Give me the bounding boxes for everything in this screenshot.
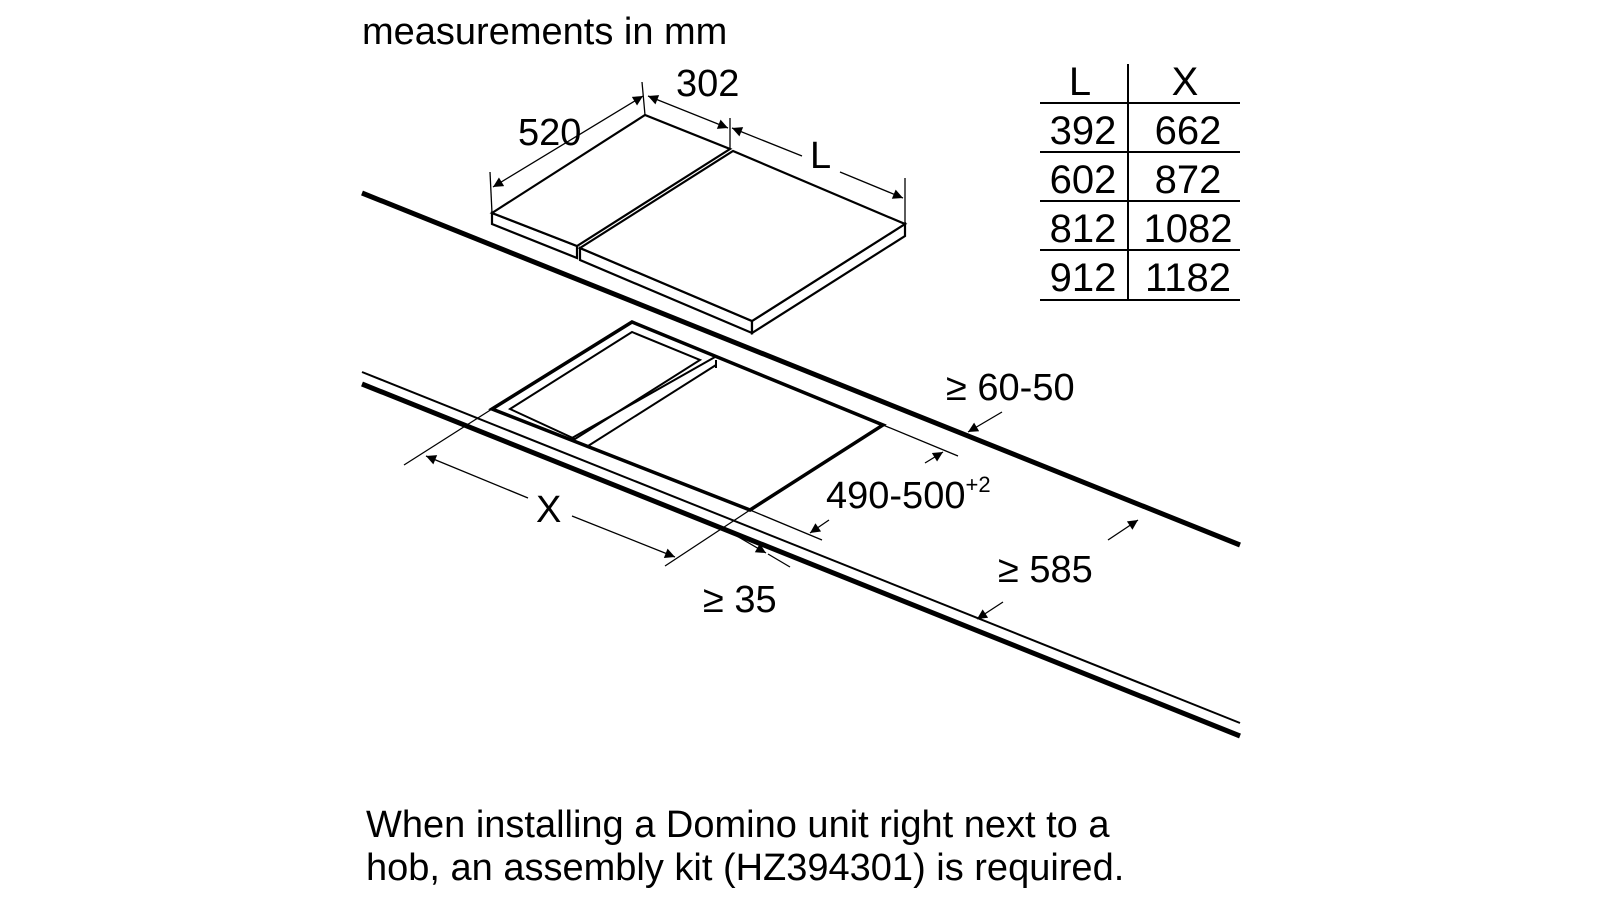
dim-490-tolerance: +2 (965, 472, 990, 497)
dim-x-ext-left (403, 408, 493, 466)
dim-520-line (492, 95, 644, 188)
table-cell: 662 (1155, 109, 1222, 153)
dim-490-label: 490-500+2 (826, 472, 991, 517)
worktop-back-edge (361, 190, 1241, 548)
dim-490-line-b (809, 519, 830, 534)
dimension-table: L X 392 662 602 872 812 1082 912 1182 (1040, 60, 1240, 301)
cutout-inner-left (507, 330, 703, 441)
table-cell: 872 (1155, 158, 1222, 202)
table-cell: 1082 (1144, 207, 1233, 251)
dim-585-line-b (976, 601, 1004, 620)
table-cell: 392 (1050, 109, 1117, 153)
table-cell: 812 (1050, 207, 1117, 251)
cutout-divider-2 (587, 364, 717, 447)
dim-302-label: 302 (676, 63, 739, 105)
dim-35-label: ≥ 35 (703, 579, 777, 621)
dim-l-line-a (731, 127, 803, 157)
dim-302-line (647, 95, 729, 129)
worktop-front-edge-bottom (361, 381, 1241, 739)
dim-490-line-a (924, 451, 944, 464)
dim-520-ext-bottom (489, 171, 493, 214)
table-cell: 602 (1050, 158, 1117, 202)
worktop-front-edge-top (361, 371, 1241, 724)
dim-585-line-a (1107, 519, 1139, 541)
dim-302-ext-left (641, 81, 646, 116)
dim-l-label: L (810, 135, 831, 177)
dim-x-line-a (425, 455, 529, 499)
dim-60-line (967, 411, 1003, 433)
table-header-l: L (1069, 60, 1091, 104)
dim-520-label: 520 (518, 112, 581, 154)
dim-x-label: X (536, 489, 561, 531)
dim-x-line-b (571, 515, 676, 558)
table-header-x: X (1172, 60, 1199, 104)
dim-585-label: ≥ 585 (998, 549, 1093, 591)
dim-l-line-b (839, 171, 904, 199)
dim-x-ext-right (664, 509, 751, 567)
dim-490-ext-front (749, 509, 823, 541)
dim-35-line-b (767, 553, 791, 568)
footer-note-line-2: hob, an assembly kit (HZ394301) is requi… (366, 847, 1124, 889)
dim-60-label: ≥ 60-50 (946, 367, 1075, 409)
units-note: measurements in mm (362, 11, 727, 53)
cutout-divider (571, 356, 716, 439)
table-cell: 912 (1050, 256, 1117, 300)
dim-490-ext-back (882, 424, 959, 457)
table-cell: 1182 (1145, 256, 1231, 300)
footer-note-line-1: When installing a Domino unit right next… (366, 804, 1110, 846)
dim-35-line-a (734, 534, 767, 554)
cutout-outer (488, 320, 887, 512)
dim-490-value: 490-500 (826, 475, 965, 517)
